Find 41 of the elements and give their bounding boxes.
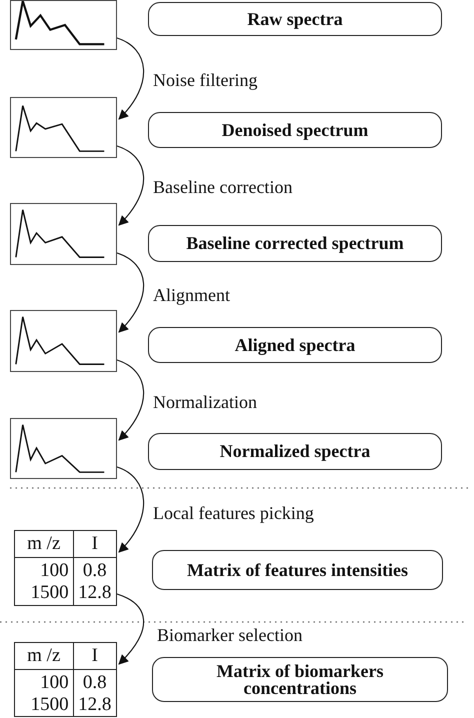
table-header: I	[74, 643, 116, 670]
curved-arrow	[116, 145, 144, 226]
table-header: m /z	[15, 531, 74, 558]
step-title: Baseline corrected spectrum	[185, 235, 405, 252]
table-header: m /z	[15, 643, 74, 670]
step-title: Raw spectra	[246, 10, 344, 28]
curved-arrow	[116, 466, 144, 553]
data-table	[14, 530, 117, 606]
table-value: 100	[40, 560, 69, 582]
step-title: Aligned spectra	[234, 336, 356, 354]
curved-arrow	[116, 360, 144, 441]
step-box	[148, 112, 442, 148]
table-value: 100	[40, 672, 69, 694]
edge-label: Local features picking	[153, 503, 314, 523]
step-box	[148, 433, 442, 470]
spectrum-plot-drawing	[10, 0, 117, 50]
table-value: 1500	[30, 582, 69, 604]
table-value: 12.8	[78, 582, 112, 604]
step-box	[148, 225, 442, 262]
step-title: Matrix of features intensities	[186, 562, 410, 578]
step-box	[148, 327, 442, 363]
spectrum-plot-drawing	[10, 310, 117, 372]
curved-arrow	[116, 38, 144, 120]
step-box	[152, 550, 443, 590]
step-title: Normalized spectra	[218, 443, 372, 460]
edge-label: Noise filtering	[153, 70, 258, 90]
step-title: Matrix of biomarkers concentrations	[216, 662, 384, 696]
curved-arrow	[116, 252, 144, 333]
step-box	[148, 2, 442, 36]
table-value: 0.8	[82, 672, 107, 694]
spectrum-plot-drawing	[10, 97, 117, 158]
step-title: Denoised spectrum	[220, 122, 370, 138]
table-value: 12.8	[78, 694, 112, 716]
step-box	[152, 657, 448, 702]
spectrum-plot-drawing	[10, 418, 117, 479]
spectrum-plot-drawing	[10, 203, 117, 265]
table-value: 1500	[30, 694, 69, 716]
data-table	[14, 642, 117, 717]
table-header: I	[74, 531, 116, 558]
table-value: 0.8	[82, 560, 107, 582]
curved-arrow	[116, 593, 144, 665]
